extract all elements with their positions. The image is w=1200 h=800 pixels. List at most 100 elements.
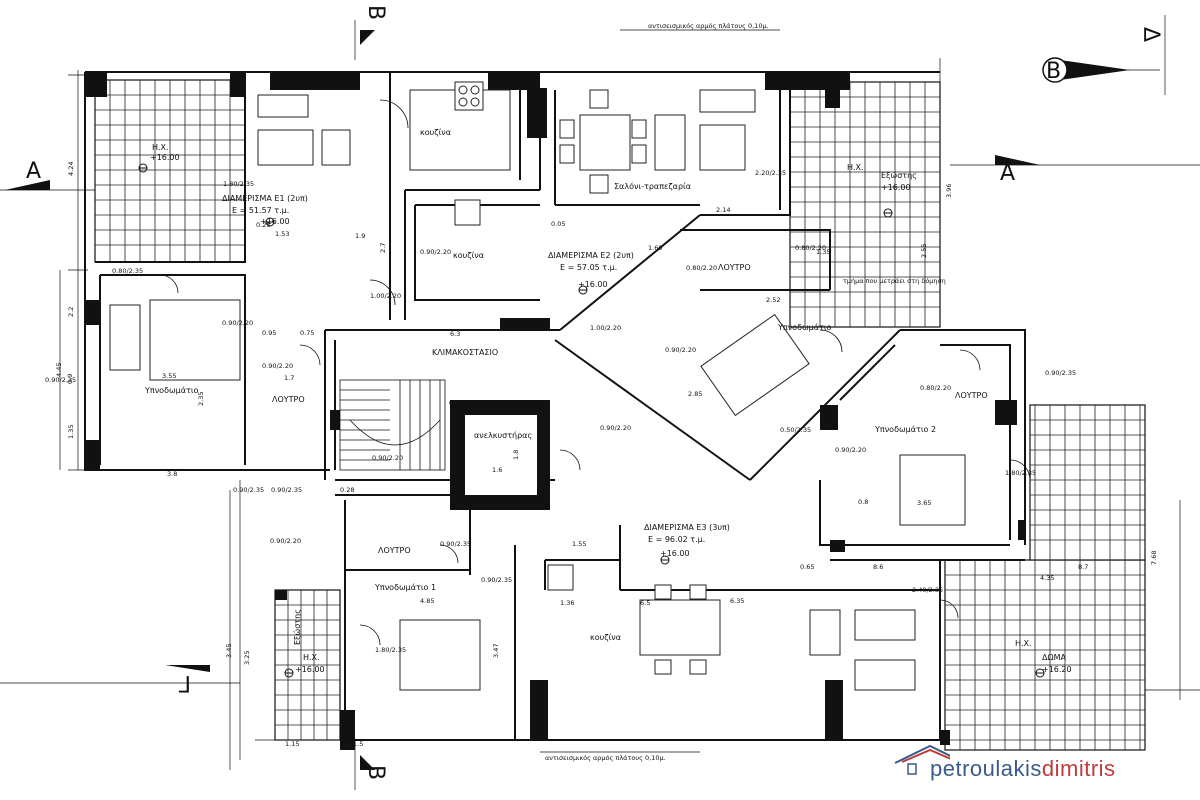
dim-2-52: 2.52 (766, 296, 780, 304)
dim-4-24: 4.24 (67, 162, 75, 176)
opening-o20: 0.90/2.35 (440, 540, 471, 548)
apt-e1-level: +16.00 (260, 217, 290, 226)
compass-label: B (1046, 59, 1061, 84)
balcony-tr-name: Εξώστης (881, 170, 917, 180)
opening-o6: 1.00/2.20 (370, 292, 401, 300)
dim-1-55: 1.55 (572, 540, 586, 548)
opening-o8: 0.80/2.20 (795, 244, 826, 252)
opening-o1: 0.80/2.35 (112, 267, 143, 275)
columns (85, 72, 1026, 750)
opening-o15: 1.80/2.35 (1005, 469, 1036, 477)
dim-2-35: 2.35 (197, 392, 205, 406)
dim-8-7: 8.7 (1078, 563, 1088, 571)
watermark-part1: petroulakis (930, 756, 1042, 781)
dim-2-7: 2.7 (379, 243, 387, 253)
opening-o4: 0.90/2.20 (262, 362, 293, 370)
dim-6-3: 6.3 (450, 330, 460, 338)
section-label-delta: Δ (1138, 27, 1163, 42)
dim-1-69: 1.69 (648, 244, 662, 252)
dim-0-65: 0.65 (800, 563, 814, 571)
apt-e2-level: +16.00 (578, 280, 608, 289)
apt-e3-area: Ε = 96.02 τ.μ. (648, 535, 705, 544)
opening-o16: 0.90/2.35 (1045, 369, 1076, 377)
room-stairwell: ΚΛΙΜΑΚΟΣΤΑΣΙΟ (432, 348, 498, 357)
opening-o3: 0.90/2.20 (222, 319, 253, 327)
balcony-br-label: Η.Χ. (1015, 639, 1032, 648)
dim-1-35: 1.35 (67, 425, 75, 439)
note-joint-top: αντισεισμικός αρμός πλάτους 0,10μ. (648, 22, 769, 30)
apt-e3-label: ΔΙΑΜΕΡΙΣΜΑ Ε3 (3υπ) (644, 523, 730, 532)
room-kitchen-top: κουζίνα (420, 128, 451, 137)
balcony-br-level: +16.20 (1042, 665, 1072, 674)
dim-0-25: 0.25 (256, 221, 270, 229)
dim-1-35b: 1.35 (816, 248, 830, 256)
balcony-top-left (94, 79, 246, 263)
dim-1-5: 1.5 (353, 740, 363, 748)
dim-1-53: 1.53 (275, 230, 289, 238)
opening-o10: 1.00/2.20 (590, 324, 621, 332)
balcony-bl-label: Η.Χ. (303, 653, 320, 662)
dim-0-8: 0.8 (858, 498, 868, 506)
dimension-labels: 4.24 4.45 2.2 0.9 1.35 3.8 3.55 2.35 1.9… (55, 162, 1158, 748)
balcony-tl-label: Η.Χ. (152, 143, 169, 152)
watermark-part2: dimitris (1041, 756, 1116, 781)
opening-o7: 2.20/2.35 (755, 169, 786, 177)
watermark-logo: petroulakisdimitris (890, 734, 1170, 794)
section-label-top: B (363, 5, 388, 20)
room-bath-right: ΛΟΥΤΡΟ (955, 391, 988, 400)
dim-1-7: 1.7 (284, 374, 294, 382)
balcony-top-right (789, 81, 941, 328)
balcony-bottom-right (944, 404, 1146, 751)
dim-1-8: 1.8 (512, 450, 520, 460)
room-bath-left: ΛΟΥΤΡΟ (272, 395, 305, 404)
dim-3-47: 3.47 (492, 644, 500, 658)
opening-o25: 0.90/2.35 (449, 399, 480, 407)
section-label-bottom: B (363, 765, 388, 780)
room-bed-left: Υπνοδωμάτιο (144, 386, 199, 395)
room-bath-bottom: ΛΟΥΤΡΟ (378, 546, 411, 555)
apt-e3-level: +16.00 (660, 549, 690, 558)
room-bed-e2: Υπνοδωμάτιο (777, 323, 832, 332)
apt-e2-label: ΔΙΑΜΕΡΙΣΜΑ Ε2 (2υπ) (548, 251, 634, 260)
opening-o11: 0.90/2.20 (665, 346, 696, 354)
dim-3-96: 3.96 (945, 184, 953, 198)
opening-o2: 1.80/2.35 (223, 180, 254, 188)
balcony-br-name: ΔΩΜΑ (1042, 653, 1066, 662)
room-living-dining: Σαλόνι-τραπεζαρία (614, 181, 691, 191)
furniture (109, 81, 966, 691)
opening-o24: 0.50/2.35 (780, 426, 811, 434)
opening-o14: 0.90/2.20 (835, 446, 866, 454)
dim-2-85: 2.85 (688, 390, 702, 398)
note-joint-bottom: αντισεισμικός αρμός πλάτους 0,10μ. (545, 754, 666, 762)
balcony-tl-level: +16.00 (150, 153, 180, 162)
room-bed-bottom-1: Υπνοδωμάτιο 1 (374, 583, 436, 592)
staircase (339, 379, 446, 471)
section-label-right: A (1000, 161, 1015, 186)
opening-o9: 0.90/2.20 (420, 248, 451, 256)
note-part: τμήμα που μετράει στη δόμηση (843, 277, 946, 285)
room-bed-right-2: Υπνοδωμάτιο 2 (874, 425, 936, 434)
dim-4-85: 4.85 (420, 597, 434, 605)
dim-2-14: 2.14 (716, 206, 730, 214)
dim-2-2: 2.2 (67, 307, 75, 317)
house-icon (894, 744, 950, 775)
dim-1-36: 1.36 (560, 599, 574, 607)
door-swings (159, 99, 1031, 646)
dim-6-35: 6.35 (730, 597, 744, 605)
section-label-left: A (26, 159, 41, 184)
room-elevator: ανελκυστήρας (474, 431, 532, 440)
dim-1-15: 1.15 (285, 740, 299, 748)
opening-o13: 0.80/2.20 (920, 384, 951, 392)
section-markers (5, 30, 1130, 770)
dim-3-45: 3.45 (225, 644, 233, 658)
dim-4-45: 4.45 (55, 363, 63, 377)
room-kitchen-bottom: κουζίνα (590, 633, 621, 642)
dim-0-95: 0.95 (262, 329, 276, 337)
dim-3-25: 3.25 (243, 651, 251, 665)
dim-6-5: 6.5 (640, 599, 650, 607)
opening-o23: 0.90/2.35 (481, 576, 512, 584)
dim-0-9: 0.9 (66, 374, 74, 384)
dim-0-75: 0.75 (300, 329, 314, 337)
section-label-gamma: Γ (178, 670, 191, 695)
opening-o12: 0.90/2.20 (600, 424, 631, 432)
